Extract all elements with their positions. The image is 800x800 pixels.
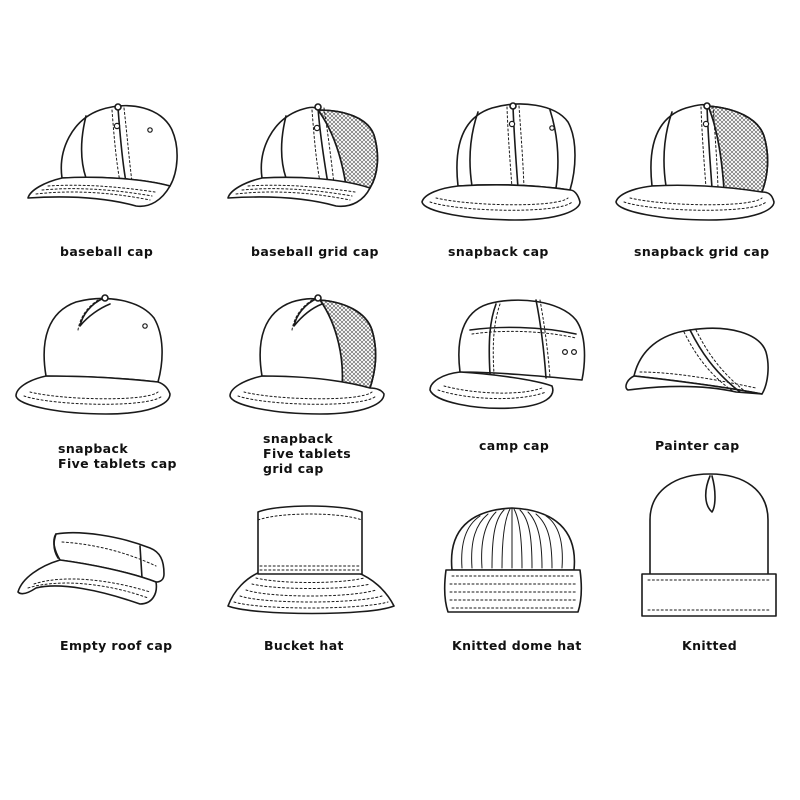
label-baseball-cap: baseball cap (60, 244, 153, 259)
snapback-cap-drawing (421, 102, 581, 221)
label-line: Empty roof cap (60, 638, 173, 653)
knitted-dome-hat-drawing (443, 507, 583, 613)
label-painter-cap: Painter cap (655, 438, 740, 453)
label-line: grid cap (263, 461, 324, 476)
label-line: Knitted dome hat (452, 638, 582, 653)
label-knitted-dome-hat: Knitted dome hat (452, 638, 582, 653)
painter-cap-drawing (625, 327, 769, 395)
camp-cap-drawing (429, 299, 586, 410)
label-line: snapback (58, 441, 129, 456)
label-line: baseball cap (60, 244, 154, 259)
label-snapback-cap: snapback cap (448, 244, 549, 259)
label-line: Five tablets (263, 446, 352, 461)
label-camp-cap: camp cap (479, 438, 549, 453)
empty-roof-cap-drawing (17, 531, 165, 605)
label-baseball-grid-cap: baseball grid cap (251, 244, 379, 259)
label-line: Bucket hat (264, 638, 344, 653)
snapback-five-tablets-grid-cap-drawing (229, 294, 385, 415)
label-snapback-five-tablets-cap: snapback Five tablets cap (58, 441, 177, 471)
label-line: Five tablets cap (58, 456, 177, 471)
label-snapback-five-tablets-grid-cap: snapback Five tablets grid cap (263, 431, 351, 476)
knitted-beanie-drawing (641, 473, 777, 617)
snapback-grid-cap-drawing (615, 102, 775, 221)
label-snapback-grid-cap: snapback grid cap (634, 244, 769, 259)
baseball-cap-drawing (27, 103, 178, 208)
baseball-grid-cap-drawing (227, 103, 379, 208)
label-knitted: Knitted (682, 638, 737, 653)
label-line: snapback grid cap (634, 244, 770, 259)
label-line: snapback cap (448, 244, 549, 259)
bucket-hat-drawing (227, 505, 395, 615)
label-line: camp cap (479, 438, 550, 453)
snapback-five-tablets-cap-drawing (15, 294, 171, 415)
label-line: snapback (263, 431, 334, 446)
label-line: baseball grid cap (251, 244, 379, 259)
label-line: Knitted (682, 638, 738, 653)
label-bucket-hat: Bucket hat (264, 638, 344, 653)
label-line: Painter cap (655, 438, 740, 453)
label-empty-roof-cap: Empty roof cap (60, 638, 173, 653)
